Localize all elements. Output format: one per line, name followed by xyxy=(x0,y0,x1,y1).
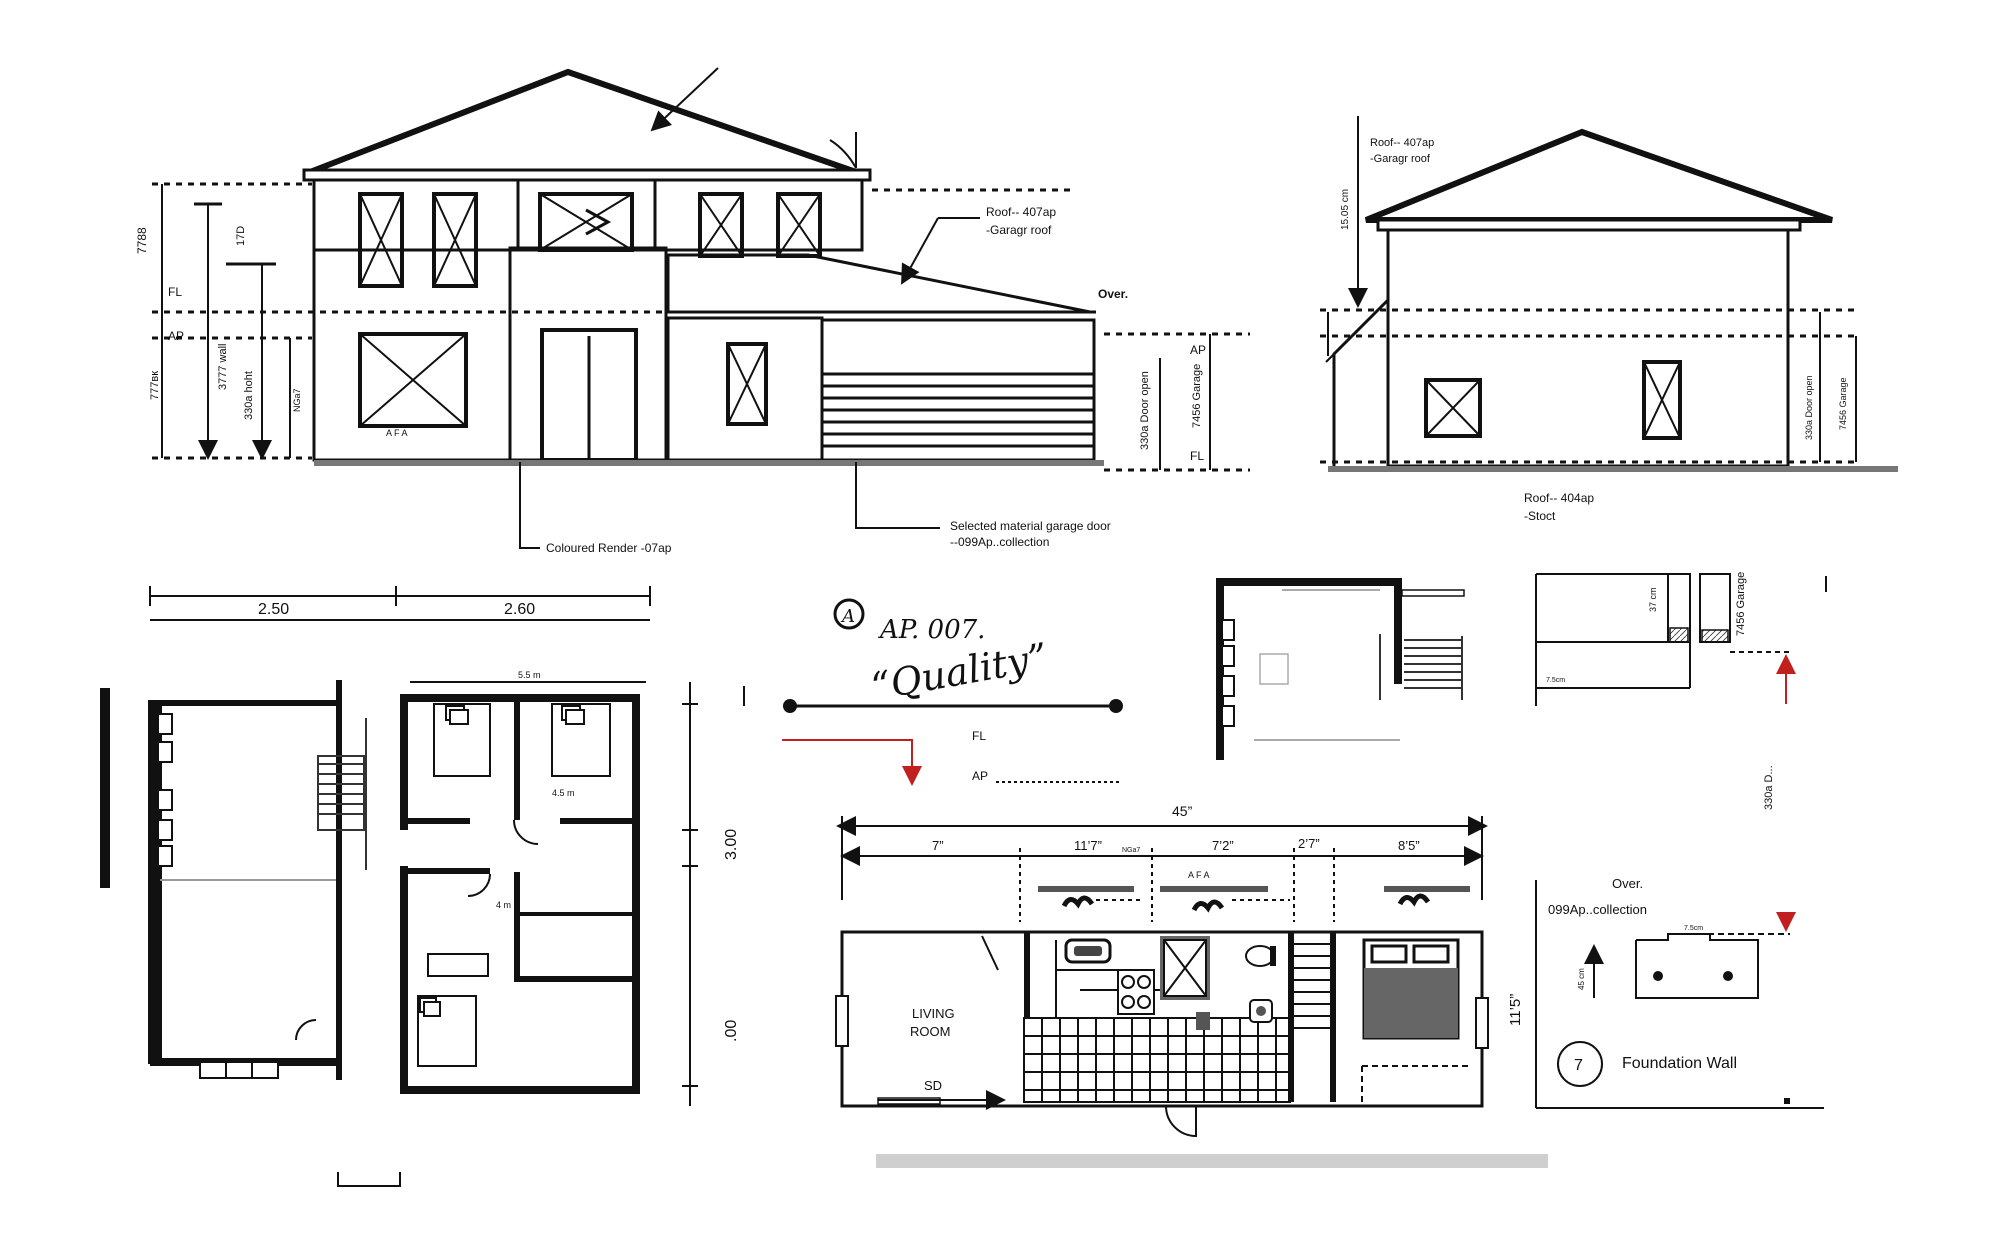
scale-bar xyxy=(876,1154,1548,1168)
circle-letter: A xyxy=(840,606,855,627)
dim-00: .00 xyxy=(723,1020,740,1042)
right-garage-dim: 7456 Garage xyxy=(1735,572,1747,636)
fl-label: FL xyxy=(168,285,182,299)
roof-note-2: -Garagr roof xyxy=(986,223,1052,237)
detail-number: 7 xyxy=(1574,1057,1583,1074)
upper-window-4 xyxy=(698,192,744,258)
lower-window-large xyxy=(358,332,468,428)
side-bottom-note-2: -Stoct xyxy=(1524,509,1556,523)
sd-label: SD xyxy=(924,1078,942,1093)
side-roof-note-2: -Garagr roof xyxy=(1370,153,1431,165)
dim-3777: 3777 wall xyxy=(217,344,229,390)
seg4-dim: 2’7” xyxy=(1298,836,1320,851)
side-garage-dim: 7456 Garage xyxy=(1838,377,1848,430)
toilet xyxy=(1245,945,1275,967)
seg1-dim: 7” xyxy=(932,838,944,853)
foundation-label: Foundation Wall xyxy=(1622,1055,1737,1072)
render-note: Coloured Render -07ap xyxy=(546,541,672,555)
foundation-dim-75: 7.5cm xyxy=(1684,925,1703,932)
garage-dim: 7456 Garage xyxy=(1191,364,1203,428)
dim-250: 2.50 xyxy=(258,601,289,618)
dim-7788: 7788 xyxy=(135,227,149,254)
seg5-dim: 8’5” xyxy=(1398,838,1420,853)
main-roof xyxy=(308,68,857,175)
door-open-dim: 330a Door open xyxy=(1139,371,1151,450)
seg2-sub: NGa7 xyxy=(1122,847,1140,854)
dim-17d: 17D xyxy=(235,226,247,246)
stove xyxy=(1117,969,1155,1015)
foundation-detail: Over. 099Ap..collection 45 cm 7.5cm 7 Fo… xyxy=(1535,876,1824,1109)
side-roof-note-1: Roof-- 407ap xyxy=(1370,137,1434,149)
dim-4m: 4 m xyxy=(496,900,511,910)
garage-door-note-1: Selected material garage door xyxy=(950,519,1111,533)
upper-window-2 xyxy=(432,192,478,288)
dim-260: 2.60 xyxy=(504,601,535,618)
dim-330a: 330a hoht xyxy=(243,371,255,420)
garage-window xyxy=(726,342,768,426)
ap-right: AP xyxy=(1190,343,1206,357)
ap-label: AP xyxy=(168,329,184,343)
dim-7774: 777вк xyxy=(149,371,161,400)
side-elevation: Roof-- 407ap -Garagr roof 15.05 cm 330a … xyxy=(1320,116,1898,523)
dim-55: 5.5 m xyxy=(518,670,541,680)
overall-dim: 45” xyxy=(1172,803,1193,819)
upper-window-3 xyxy=(538,192,634,252)
height-dim: 11’5” xyxy=(1507,994,1524,1026)
right-partial-plan: 37 cm 7456 Garage 7.5cm 330a D... xyxy=(1535,572,1827,810)
fixture-row xyxy=(1038,886,1470,913)
roof-note-1: Roof-- 407ap xyxy=(986,205,1056,219)
annotation-circle xyxy=(833,598,865,630)
living-label-1: LIVING xyxy=(912,1006,955,1021)
door-cut: 330a D... xyxy=(1763,765,1775,810)
garage-roof xyxy=(666,253,1091,314)
quality-label: “Quality” xyxy=(868,635,1051,709)
dim-45: 4.5 m xyxy=(552,788,575,798)
red-arrow xyxy=(782,739,922,786)
afa-label: A F A xyxy=(386,428,408,438)
foundation-collection: 099Ap..collection xyxy=(1548,902,1647,917)
fl-annot: FL xyxy=(972,729,986,743)
side-window-2 xyxy=(1642,360,1682,440)
detail-number-circle xyxy=(1557,1041,1603,1087)
side-roof xyxy=(1364,128,1833,223)
garage-door-note-2: --099Ap..collection xyxy=(950,535,1049,549)
nga7-label: NGa7 xyxy=(292,388,302,412)
code-label: AP. 007. xyxy=(878,615,985,645)
afa-2: A F A xyxy=(1188,870,1210,880)
foundation-over: Over. xyxy=(1612,876,1643,891)
bed-2 xyxy=(1362,938,1460,1040)
upper-window-5 xyxy=(776,192,822,258)
over-label: Over. xyxy=(1098,287,1128,301)
foundation-dim-45: 45 cm xyxy=(1577,968,1586,990)
side-window-1 xyxy=(1424,378,1482,438)
seg2-dim: 11’7” xyxy=(1074,838,1102,853)
side-door-open: 330a Door open xyxy=(1804,375,1814,440)
dim-75-top: 7.5cm xyxy=(1546,677,1565,684)
dim-300: 3.00 xyxy=(723,829,740,860)
quality-annotation: A AP. 007. “Quality” FL AP xyxy=(782,598,1123,786)
living-label-2: ROOM xyxy=(910,1024,950,1039)
garage-door xyxy=(820,318,1096,462)
shower xyxy=(1160,936,1210,1000)
front-elevation: 7788 FL AP 777вк 17D 3777 wall 330a hoht… xyxy=(135,67,1250,555)
floor-plan-2: 45” 7” 11’7” NGa7 7’2” 2’7” 8’5” A F A xyxy=(835,803,1548,1168)
seg3-dim: 7’2” xyxy=(1212,838,1234,853)
upper-window-1 xyxy=(358,192,404,288)
fl-right: FL xyxy=(1190,449,1204,463)
side-bottom-note-1: Roof-- 404ap xyxy=(1524,491,1594,505)
side-dim-1505: 15.05 cm xyxy=(1340,189,1351,230)
ap-annot: AP xyxy=(972,769,988,783)
entry-door xyxy=(540,328,638,462)
dim-37: 37 cm xyxy=(1648,587,1658,612)
partial-plan xyxy=(1216,578,1465,760)
floor-plan-1: 2.50 2.60 5.5 m xyxy=(100,586,745,1187)
ground-line xyxy=(314,460,1104,466)
